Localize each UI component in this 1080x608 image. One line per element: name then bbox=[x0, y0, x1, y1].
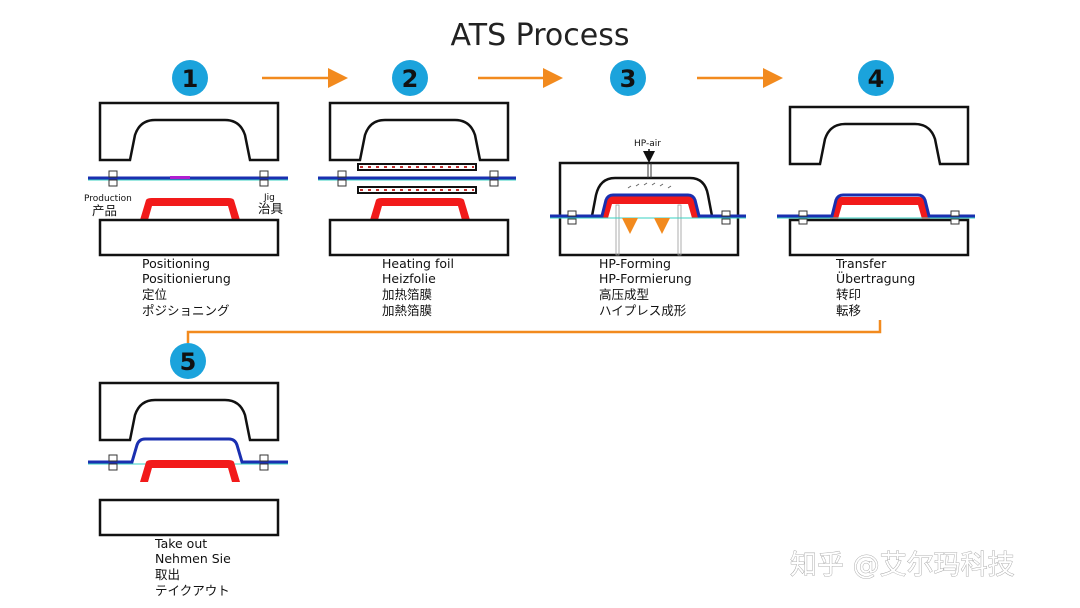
step-5-panel: Take out Nehmen Sie 取出 テイクアウト bbox=[88, 381, 288, 598]
production-label-cn: 产品 bbox=[92, 203, 117, 218]
svg-text:4: 4 bbox=[868, 65, 885, 93]
caption-jp: ハイプレス成形 bbox=[599, 303, 687, 318]
caption-cn: 高压成型 bbox=[599, 287, 649, 302]
svg-text:1: 1 bbox=[182, 65, 199, 93]
caption-cn: 定位 bbox=[142, 287, 167, 302]
svg-text:2: 2 bbox=[402, 65, 419, 93]
svg-text:5: 5 bbox=[180, 348, 197, 376]
caption-jp: テイクアウト bbox=[155, 583, 230, 598]
caption-cn: 加热箔膜 bbox=[382, 287, 432, 302]
svg-text:3: 3 bbox=[620, 65, 637, 93]
step-badge-3: 3 bbox=[610, 60, 646, 96]
caption-de: Übertragung bbox=[836, 270, 915, 286]
connector-4-5 bbox=[186, 320, 882, 343]
production-label: Production bbox=[84, 194, 132, 204]
caption-de: HP-Formierung bbox=[599, 271, 692, 286]
caption-en: Take out bbox=[154, 536, 207, 551]
jig-label: Jig bbox=[263, 193, 275, 203]
caption-de: Positionierung bbox=[142, 271, 231, 286]
hp-air-label: HP-air bbox=[634, 139, 661, 149]
caption-cn: 取出 bbox=[155, 567, 180, 582]
step-badge-1: 1 bbox=[172, 60, 208, 96]
step-2-panel: Heating foil Heizfolie 加热箔膜 加熱箔膜 bbox=[318, 101, 516, 318]
caption-en: HP-Forming bbox=[599, 256, 671, 271]
step-4-panel: Transfer Übertragung 转印 転移 bbox=[777, 105, 975, 318]
step-3-panel: HP-air HP-Forming HP-Formierung 高压成型 ハイプ… bbox=[550, 139, 746, 318]
caption-cn: 转印 bbox=[836, 287, 861, 302]
diagram-title: ATS Process bbox=[451, 18, 630, 53]
caption-en: Transfer bbox=[835, 256, 887, 271]
caption-jp: 転移 bbox=[836, 303, 861, 318]
step-1-panel: Production 产品 Jig 治具 Positioning Positio… bbox=[84, 101, 288, 318]
step-badge-5: 5 bbox=[170, 343, 206, 379]
caption-de: Heizfolie bbox=[382, 271, 436, 286]
caption-en: Heating foil bbox=[382, 256, 454, 271]
caption-jp: 加熱箔膜 bbox=[382, 303, 432, 318]
jig-label-cn: 治具 bbox=[258, 201, 284, 216]
caption-jp: ポジショニング bbox=[142, 303, 230, 318]
step-badge-4: 4 bbox=[858, 60, 894, 96]
step-badge-2: 2 bbox=[392, 60, 428, 96]
caption-en: Positioning bbox=[142, 256, 210, 271]
watermark: 知乎 @艾尔玛科技 bbox=[790, 550, 1015, 581]
caption-de: Nehmen Sie bbox=[155, 551, 231, 566]
